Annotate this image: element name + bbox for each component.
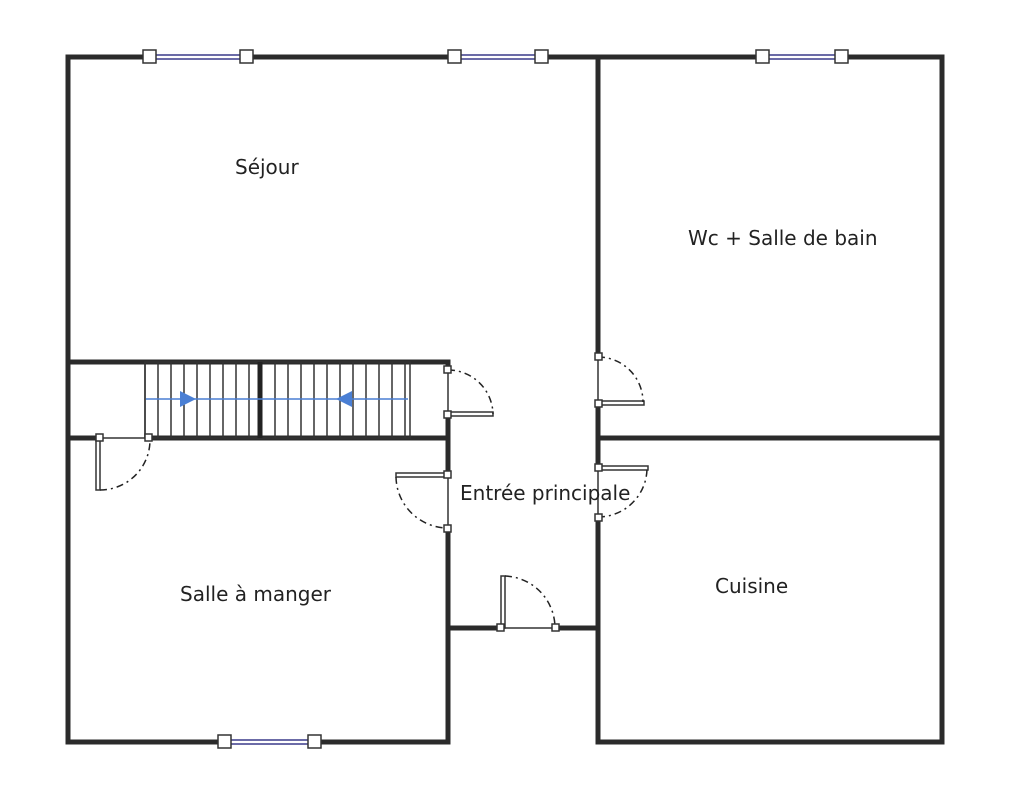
stair-arrow-right-icon xyxy=(180,391,196,407)
staircase xyxy=(144,361,411,439)
stair-arrow-left-icon xyxy=(336,391,352,407)
room-label-sejour: Séjour xyxy=(235,155,299,179)
windows xyxy=(142,49,849,749)
room-label-cuisine: Cuisine xyxy=(715,574,788,598)
room-label-salle-a-manger: Salle à manger xyxy=(180,582,332,606)
room-label-wc-salle-de-bain: Wc + Salle de bain xyxy=(688,226,878,250)
room-labels: Séjour Wc + Salle de bain Entrée princip… xyxy=(180,155,878,606)
room-label-entree: Entrée principale xyxy=(460,481,630,505)
doors xyxy=(95,352,649,632)
